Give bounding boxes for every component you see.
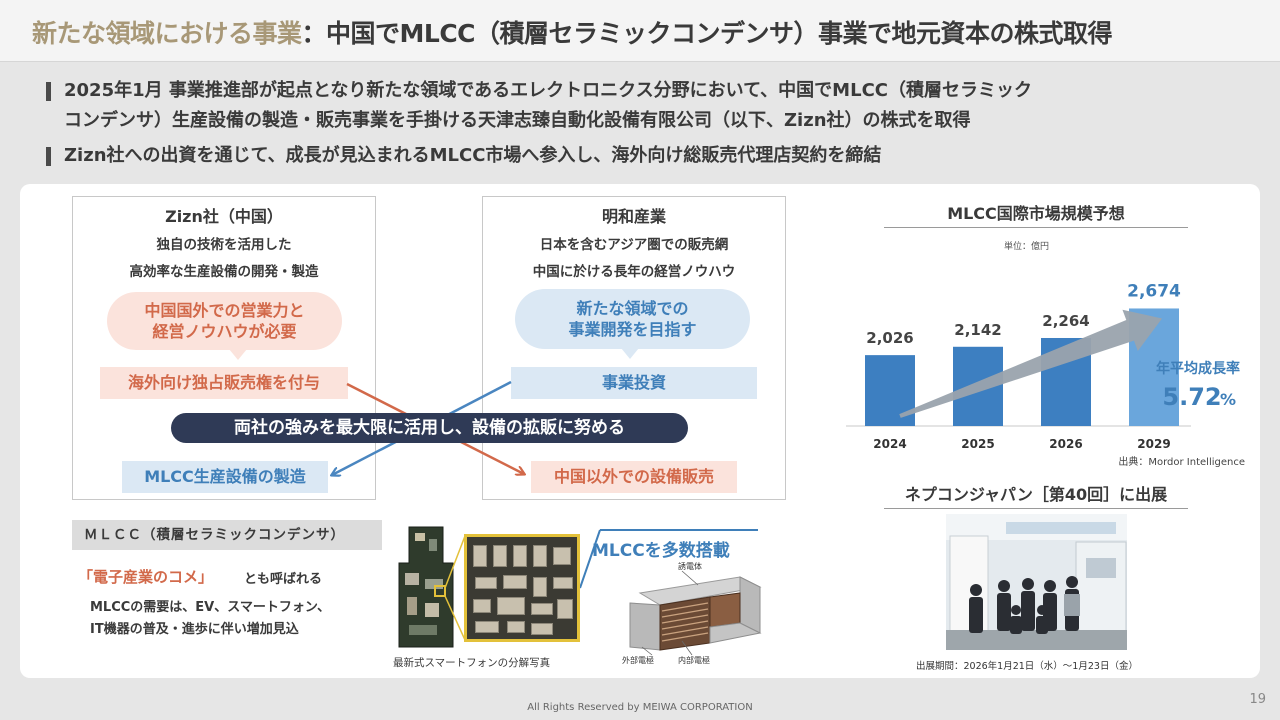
chart-category-label: 2025 xyxy=(961,437,994,451)
chart-value-label: 2,026 xyxy=(866,329,913,347)
meiwa-goal-bubble: 新たな領域での 事業開発を目指す xyxy=(515,289,750,359)
investment-tag: 事業投資 xyxy=(511,367,757,399)
bullet-1-line-2: コンデンサ）生産設備の製造・販売事業を手掛ける天津志臻自動化設備有限公司（以下、… xyxy=(64,110,971,131)
bubble-tail xyxy=(621,348,639,359)
expo-period: 出展期間：2026年1月21日（水）～1月23日（金） xyxy=(916,661,1138,672)
external-electrode-label: 外部電極 xyxy=(622,655,654,665)
market-size-chart: 2,026 2024 2,142 2025 2,264 2026 2,674 2029 年平均成… xyxy=(846,281,1240,451)
zizn-need-line-1: 中国国外での営業力と xyxy=(144,301,305,320)
title-accent: 新たな領域における事業 xyxy=(32,19,302,48)
zizn-title: Zizn社（中国） xyxy=(165,207,283,226)
meiwa-desc-2: 中国に於ける長年の経営ノウハウ xyxy=(532,264,736,280)
chart-title: MLCC国際市場規模予想 xyxy=(884,200,1188,228)
smartphone-teardown-photo xyxy=(391,523,459,651)
meiwa-goal-line-1: 新たな領域での xyxy=(576,299,689,318)
summary-bullets: 2025年1月 事業推進部が起点となり新たな領域であるエレクトロニクス分野におい… xyxy=(42,76,1232,176)
strategy-banner: 両社の強みを最大限に活用し、設備の拡販に努める xyxy=(171,413,688,443)
chart-category-label: 2024 xyxy=(873,437,906,451)
growth-arrow xyxy=(899,309,1162,418)
chart-category-label: 2026 xyxy=(1049,437,1082,451)
mlcc-many-label: MLCCを多数搭載 xyxy=(592,541,730,561)
chart-value-label: 2,142 xyxy=(954,321,1001,339)
title-bar: 新たな領域における事業：中国でMLCC（積層セラミックコンデンサ）事業で地元資本… xyxy=(0,0,1280,62)
cagr-label: 年平均成長率 xyxy=(1156,360,1240,377)
expo-booth-photo xyxy=(946,514,1127,650)
internal-electrode-label: 内部電極 xyxy=(678,655,710,665)
bubble-tail xyxy=(229,349,247,360)
mlcc-demand-2: IT機器の普及・進歩に伴い増加見込 xyxy=(90,622,299,637)
meiwa-desc-1: 日本を含むアジア圏での販売網 xyxy=(539,237,729,253)
chart-source: 出典：Mordor Intelligence xyxy=(1118,457,1245,468)
bullet-2: Zizn社への出資を通じて、成長が見込まれるMLCC市場へ参入し、海外向け総販売… xyxy=(42,141,1232,171)
mlcc-closeup-photo xyxy=(464,534,580,642)
title-main: 中国でMLCC（積層セラミックコンデンサ）事業で地元資本の株式取得 xyxy=(326,19,1113,48)
title-colon: ： xyxy=(301,19,327,48)
bullet-2-line-1: Zizn社への出資を通じて、成長が見込まれるMLCC市場へ参入し、海外向け総販売… xyxy=(64,145,882,166)
cagr-value: 5.72 xyxy=(1162,383,1221,411)
chart-unit: 単位：億円 xyxy=(1004,242,1050,252)
zizn-desc-2: 高効率な生産設備の開発・製造 xyxy=(129,264,319,280)
mlcc-manufacturing-tag: MLCC生産設備の製造 xyxy=(122,461,328,493)
page-title: 新たな領域における事業：中国でMLCC（積層セラミックコンデンサ）事業で地元資本… xyxy=(32,14,1113,50)
zizn-desc-1: 独自の技術を活用した xyxy=(156,237,292,253)
mlcc-heading: ＭＬＣＣ（積層セラミックコンデンサ） xyxy=(72,520,382,550)
page-number: 19 xyxy=(1249,692,1266,707)
mlcc-nickname: 「電子産業のコメ」 xyxy=(78,568,214,586)
phone-photo-caption: 最新式スマートフォンの分解写真 xyxy=(393,657,551,669)
copyright-footer: All Rights Reserved by MEIWA CORPORATION xyxy=(527,702,753,713)
bullet-1-line-1: 2025年1月 事業推進部が起点となり新たな領域であるエレクトロニクス分野におい… xyxy=(64,80,1032,101)
exclusive-rights-tag: 海外向け独占販売権を付与 xyxy=(100,367,348,399)
mlcc-demand-1: MLCCの需要は、EV、スマートフォン、 xyxy=(90,600,331,615)
overseas-sales-tag: 中国以外での設備販売 xyxy=(531,461,737,493)
zizn-need-bubble: 中国国外での営業力と 経営ノウハウが必要 xyxy=(107,292,342,360)
cagr-unit: % xyxy=(1220,390,1236,409)
meiwa-goal-line-2: 事業開発を目指す xyxy=(568,320,697,339)
chart-value-label: 2,264 xyxy=(1042,312,1089,330)
chart-value-label: 2,674 xyxy=(1127,281,1181,301)
mlcc-structure-diagram: 誘電体 外部電極 内部電極 xyxy=(622,561,762,665)
dielectric-label: 誘電体 xyxy=(678,561,702,571)
expo-title: ネプコンジャパン［第40回］に出展 xyxy=(884,481,1188,509)
zizn-need-line-2: 経営ノウハウが必要 xyxy=(152,322,297,341)
meiwa-title: 明和産業 xyxy=(601,207,666,226)
mlcc-nickname-suffix: とも呼ばれる xyxy=(244,572,323,587)
chart-category-label: 2029 xyxy=(1137,437,1170,451)
bullet-1: 2025年1月 事業推進部が起点となり新たな領域であるエレクトロニクス分野におい… xyxy=(42,76,1232,136)
